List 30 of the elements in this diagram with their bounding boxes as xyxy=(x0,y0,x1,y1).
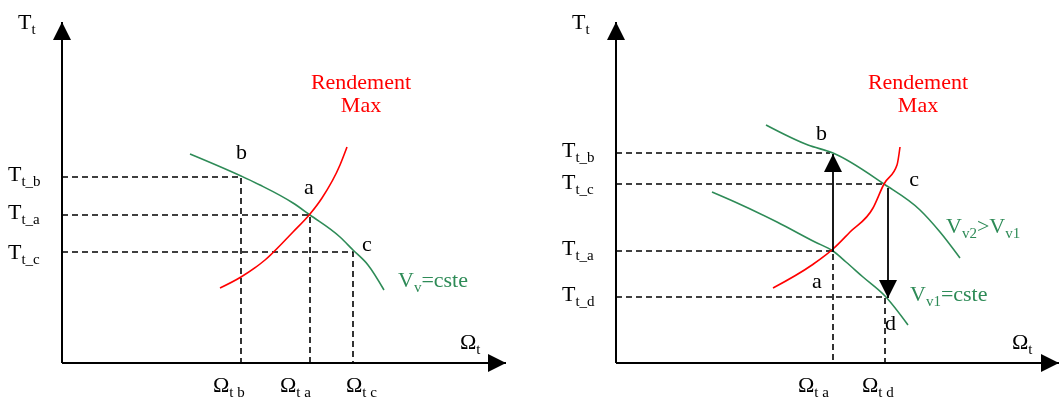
point-label: a xyxy=(812,270,822,292)
axis-label: b xyxy=(236,140,247,164)
axis-label: Ω$_{t d}$ xyxy=(862,373,894,397)
axis-label: Ω$_{t a}$ xyxy=(798,373,829,397)
axis-label: T$_{t_b}$ xyxy=(562,138,595,162)
axis-label: V$_{v2}$>V$_{v1}$ xyxy=(946,214,1021,238)
point-label: d xyxy=(885,312,896,334)
axis-label: Ω$_{t}$ xyxy=(460,330,481,354)
axis-label: Ω$_{t b}$ xyxy=(213,373,245,397)
point-label: b xyxy=(816,122,827,144)
arrow xyxy=(879,187,897,299)
axis-label: T$_{t_c}$ xyxy=(562,170,594,194)
axis-label: Rendement Max xyxy=(309,70,413,117)
axis-label: T$_{t_d}$ xyxy=(562,282,595,306)
axis-label: T$_{t_b}$ xyxy=(8,162,41,186)
axis-label: Ω$_{t}$ xyxy=(1012,330,1033,354)
axis-label: T$_{t}$ xyxy=(18,10,36,34)
axis-label: Ω$_{t a}$ xyxy=(280,373,311,397)
axis-label: Rendement Max xyxy=(866,70,970,117)
axis-label: a xyxy=(304,175,314,199)
axis-label: T$_{t}$ xyxy=(572,10,590,34)
axis-label: T$_{t_a}$ xyxy=(562,236,594,260)
axis-label: Ω$_{t c}$ xyxy=(346,373,377,397)
point-label: c xyxy=(909,168,919,190)
axis-label: c xyxy=(362,232,372,256)
axis-label: V$_{v}$=cste xyxy=(398,268,468,292)
axis-label: V$_{v1}$=cste xyxy=(910,282,988,306)
arrow xyxy=(824,153,842,253)
axis-label: T$_{t_a}$ xyxy=(8,200,40,224)
axis-label: T$_{t_c}$ xyxy=(8,240,40,264)
